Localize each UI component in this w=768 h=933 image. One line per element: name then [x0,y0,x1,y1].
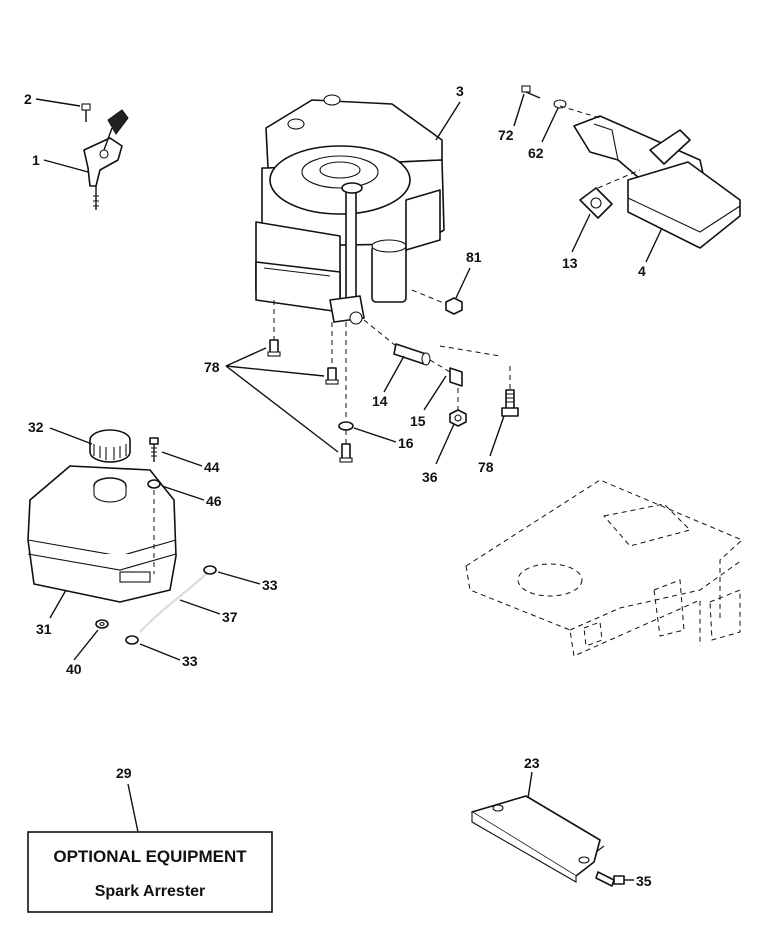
callout-14: 14 [372,355,405,409]
bolt-78-left-b[interactable] [325,367,339,385]
callout-40: 40 [66,629,99,677]
svg-text:13: 13 [562,255,578,271]
bolt-78-left-c[interactable] [339,443,353,463]
washer-46[interactable] [147,479,161,489]
svg-text:72: 72 [498,127,514,143]
chassis-frame [465,479,743,657]
callout-78-left: 78 [204,347,339,453]
svg-text:62: 62 [528,145,544,161]
fuel-tank[interactable] [27,465,177,603]
hose-clamp-top[interactable] [203,565,217,575]
svg-text:44: 44 [204,459,220,475]
svg-text:35: 35 [636,873,652,889]
optional-equipment-box: OPTIONAL EQUIPMENT Spark Arrester [27,831,273,913]
callout-72: 72 [498,93,525,143]
svg-text:14: 14 [372,393,388,409]
callout-29: 29 [116,765,139,833]
fuel-cap[interactable] [89,429,131,463]
callout-44: 44 [161,451,220,475]
callout-23: 23 [524,755,540,799]
callout-81: 81 [455,249,482,299]
nut-36[interactable] [449,409,467,427]
svg-text:33: 33 [182,653,198,669]
callout-33-bottom: 33 [139,643,198,669]
exhaust-gasket-62[interactable] [553,99,567,109]
svg-text:2: 2 [24,91,32,107]
svg-text:36: 36 [422,469,438,485]
heat-shield[interactable] [471,795,605,883]
callout-15: 15 [410,375,447,429]
callout-46: 46 [161,485,222,509]
optional-equipment-subtitle: Spark Arrester [95,883,206,900]
bolt-72[interactable] [521,85,541,99]
muffler[interactable] [573,115,741,249]
callout-1: 1 [32,152,89,173]
svg-text:4: 4 [638,263,646,279]
svg-text:37: 37 [222,609,238,625]
svg-text:46: 46 [206,493,222,509]
callout-32: 32 [28,419,93,445]
callout-36: 36 [422,423,455,485]
bolt-78-left-a[interactable] [267,339,281,357]
svg-text:81: 81 [466,249,482,265]
optional-equipment-title: OPTIONAL EQUIPMENT [53,847,247,866]
screw-44[interactable] [149,437,159,462]
washer-16[interactable] [338,421,354,431]
callout-16: 16 [353,427,414,451]
callout-4: 4 [638,227,663,279]
hose-clamp-bottom[interactable] [125,635,139,645]
svg-text:29: 29 [116,765,132,781]
spacer-14[interactable] [393,343,431,366]
callout-13: 13 [562,213,591,271]
svg-text:40: 40 [66,661,82,677]
svg-text:31: 31 [36,621,52,637]
svg-text:78: 78 [478,459,494,475]
svg-text:15: 15 [410,413,426,429]
callout-33-top: 33 [217,571,278,593]
svg-text:32: 32 [28,419,44,435]
svg-text:78: 78 [204,359,220,375]
screw-35[interactable] [595,871,625,887]
callout-62: 62 [528,107,559,161]
callout-37: 37 [179,599,238,625]
callout-35: 35 [624,873,652,889]
callout-31: 31 [36,589,67,637]
svg-text:1: 1 [32,152,40,168]
throttle-control[interactable] [81,103,129,210]
bolt-78-right[interactable] [501,389,519,417]
callout-2: 2 [24,91,81,107]
bushing-40[interactable] [95,619,109,629]
fuel-line[interactable] [139,571,209,633]
svg-text:23: 23 [524,755,540,771]
callout-78-right: 78 [478,415,505,475]
exhaust-gasket-13[interactable] [579,187,613,219]
engine[interactable] [255,94,445,325]
washer-15[interactable] [449,367,463,387]
callout-3: 3 [435,83,464,141]
svg-text:33: 33 [262,577,278,593]
nut-81[interactable] [445,297,463,315]
svg-text:3: 3 [456,83,464,99]
svg-text:16: 16 [398,435,414,451]
